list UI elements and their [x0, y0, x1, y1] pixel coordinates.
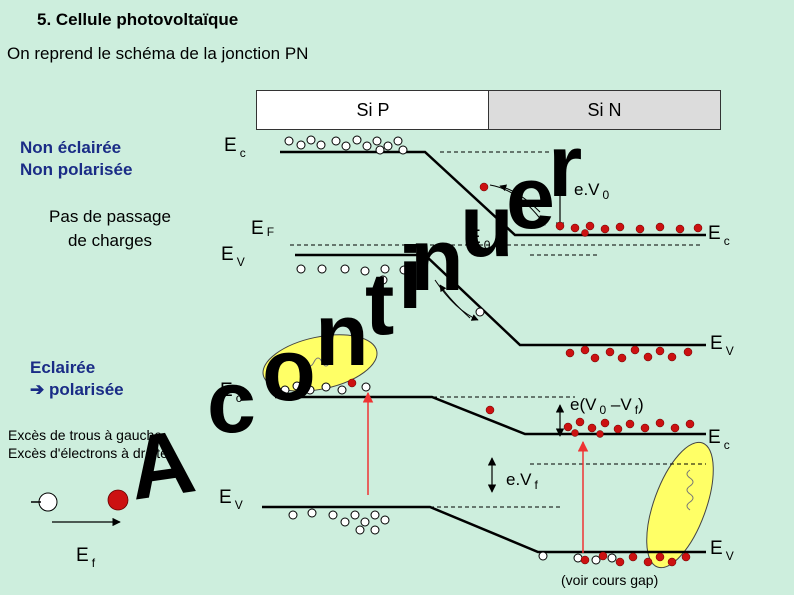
note-voir-cours-gap: (voir cours gap) [561, 572, 659, 588]
band-ec-top [280, 150, 706, 237]
label-polarisee-line2: ➔ polarisée [30, 379, 124, 401]
legend-electron-symbol [107, 489, 129, 511]
label-pas-de-passage: Pas de passage de charges [30, 205, 190, 253]
label-exces-trous: Excès de trous à gauche [8, 427, 163, 443]
watermark-letter-8: e [506, 148, 555, 247]
watermark-letter-1: c [207, 352, 256, 451]
label-exces: Excès de trous à gauche Excès d'électron… [8, 426, 168, 462]
curved-arrow-electron-1 [489, 184, 546, 226]
arrow-right-icon: ➔ [30, 380, 45, 399]
watermark-letter-a: A [123, 411, 201, 519]
label-exces-electrons: Excès d'électrons à droite [8, 445, 168, 461]
label-eclairee-line1: Eclairée [30, 358, 96, 377]
holes-lit-top [280, 381, 371, 395]
band-ev-top [295, 253, 706, 347]
watermark-letter-2: o [262, 320, 316, 419]
holes-valence-top [296, 264, 485, 317]
light-blob-right [646, 441, 714, 569]
curved-arrow-hole-2 [439, 284, 471, 319]
si-p-box: Si P [256, 90, 490, 130]
si-n-box: Si N [488, 90, 721, 130]
page-title: 5. Cellule photovoltaïque [37, 10, 239, 29]
electrons-valence-right-top [565, 345, 693, 363]
watermark-letter-6: n [410, 210, 464, 309]
holes-top-row [284, 135, 408, 155]
electrons-lit-conduction [347, 378, 695, 438]
curved-arrow-hole-1 [434, 279, 479, 321]
page-subtitle: On reprend le schéma de la jonction PN [7, 44, 309, 63]
label-non-eclairee-line1: Non éclairée [20, 138, 122, 157]
band-ec-lit [275, 395, 706, 436]
electrons-lit-valence [580, 551, 691, 567]
watermark-letter-5: i [398, 228, 422, 327]
holes-lit-valence [288, 508, 617, 565]
curved-arrow-electron-2 [499, 184, 541, 213]
label-pas-passage-line1: Pas de passage [49, 207, 171, 226]
watermark-letter-9: r [548, 116, 582, 215]
watermark-letter-3: n [315, 285, 369, 384]
label-eclairee: Eclairée ➔ polarisée [30, 357, 124, 401]
legend-hole-symbol [38, 492, 58, 512]
watermark-letter-4: t [365, 254, 394, 353]
photon-wave-left [297, 357, 331, 367]
watermark-letter-7: u [460, 176, 514, 275]
band-ev-lit [262, 505, 706, 554]
label-pas-passage-line2: de charges [67, 231, 153, 250]
photon-wave-right [686, 469, 694, 511]
label-non-polarisee-line2: Non polarisée [20, 160, 133, 179]
electrons-conduction-top [479, 182, 703, 237]
label-non-eclairee: Non éclairée Non polarisée [20, 137, 132, 181]
label-polarisee-text: polarisée [48, 380, 124, 399]
